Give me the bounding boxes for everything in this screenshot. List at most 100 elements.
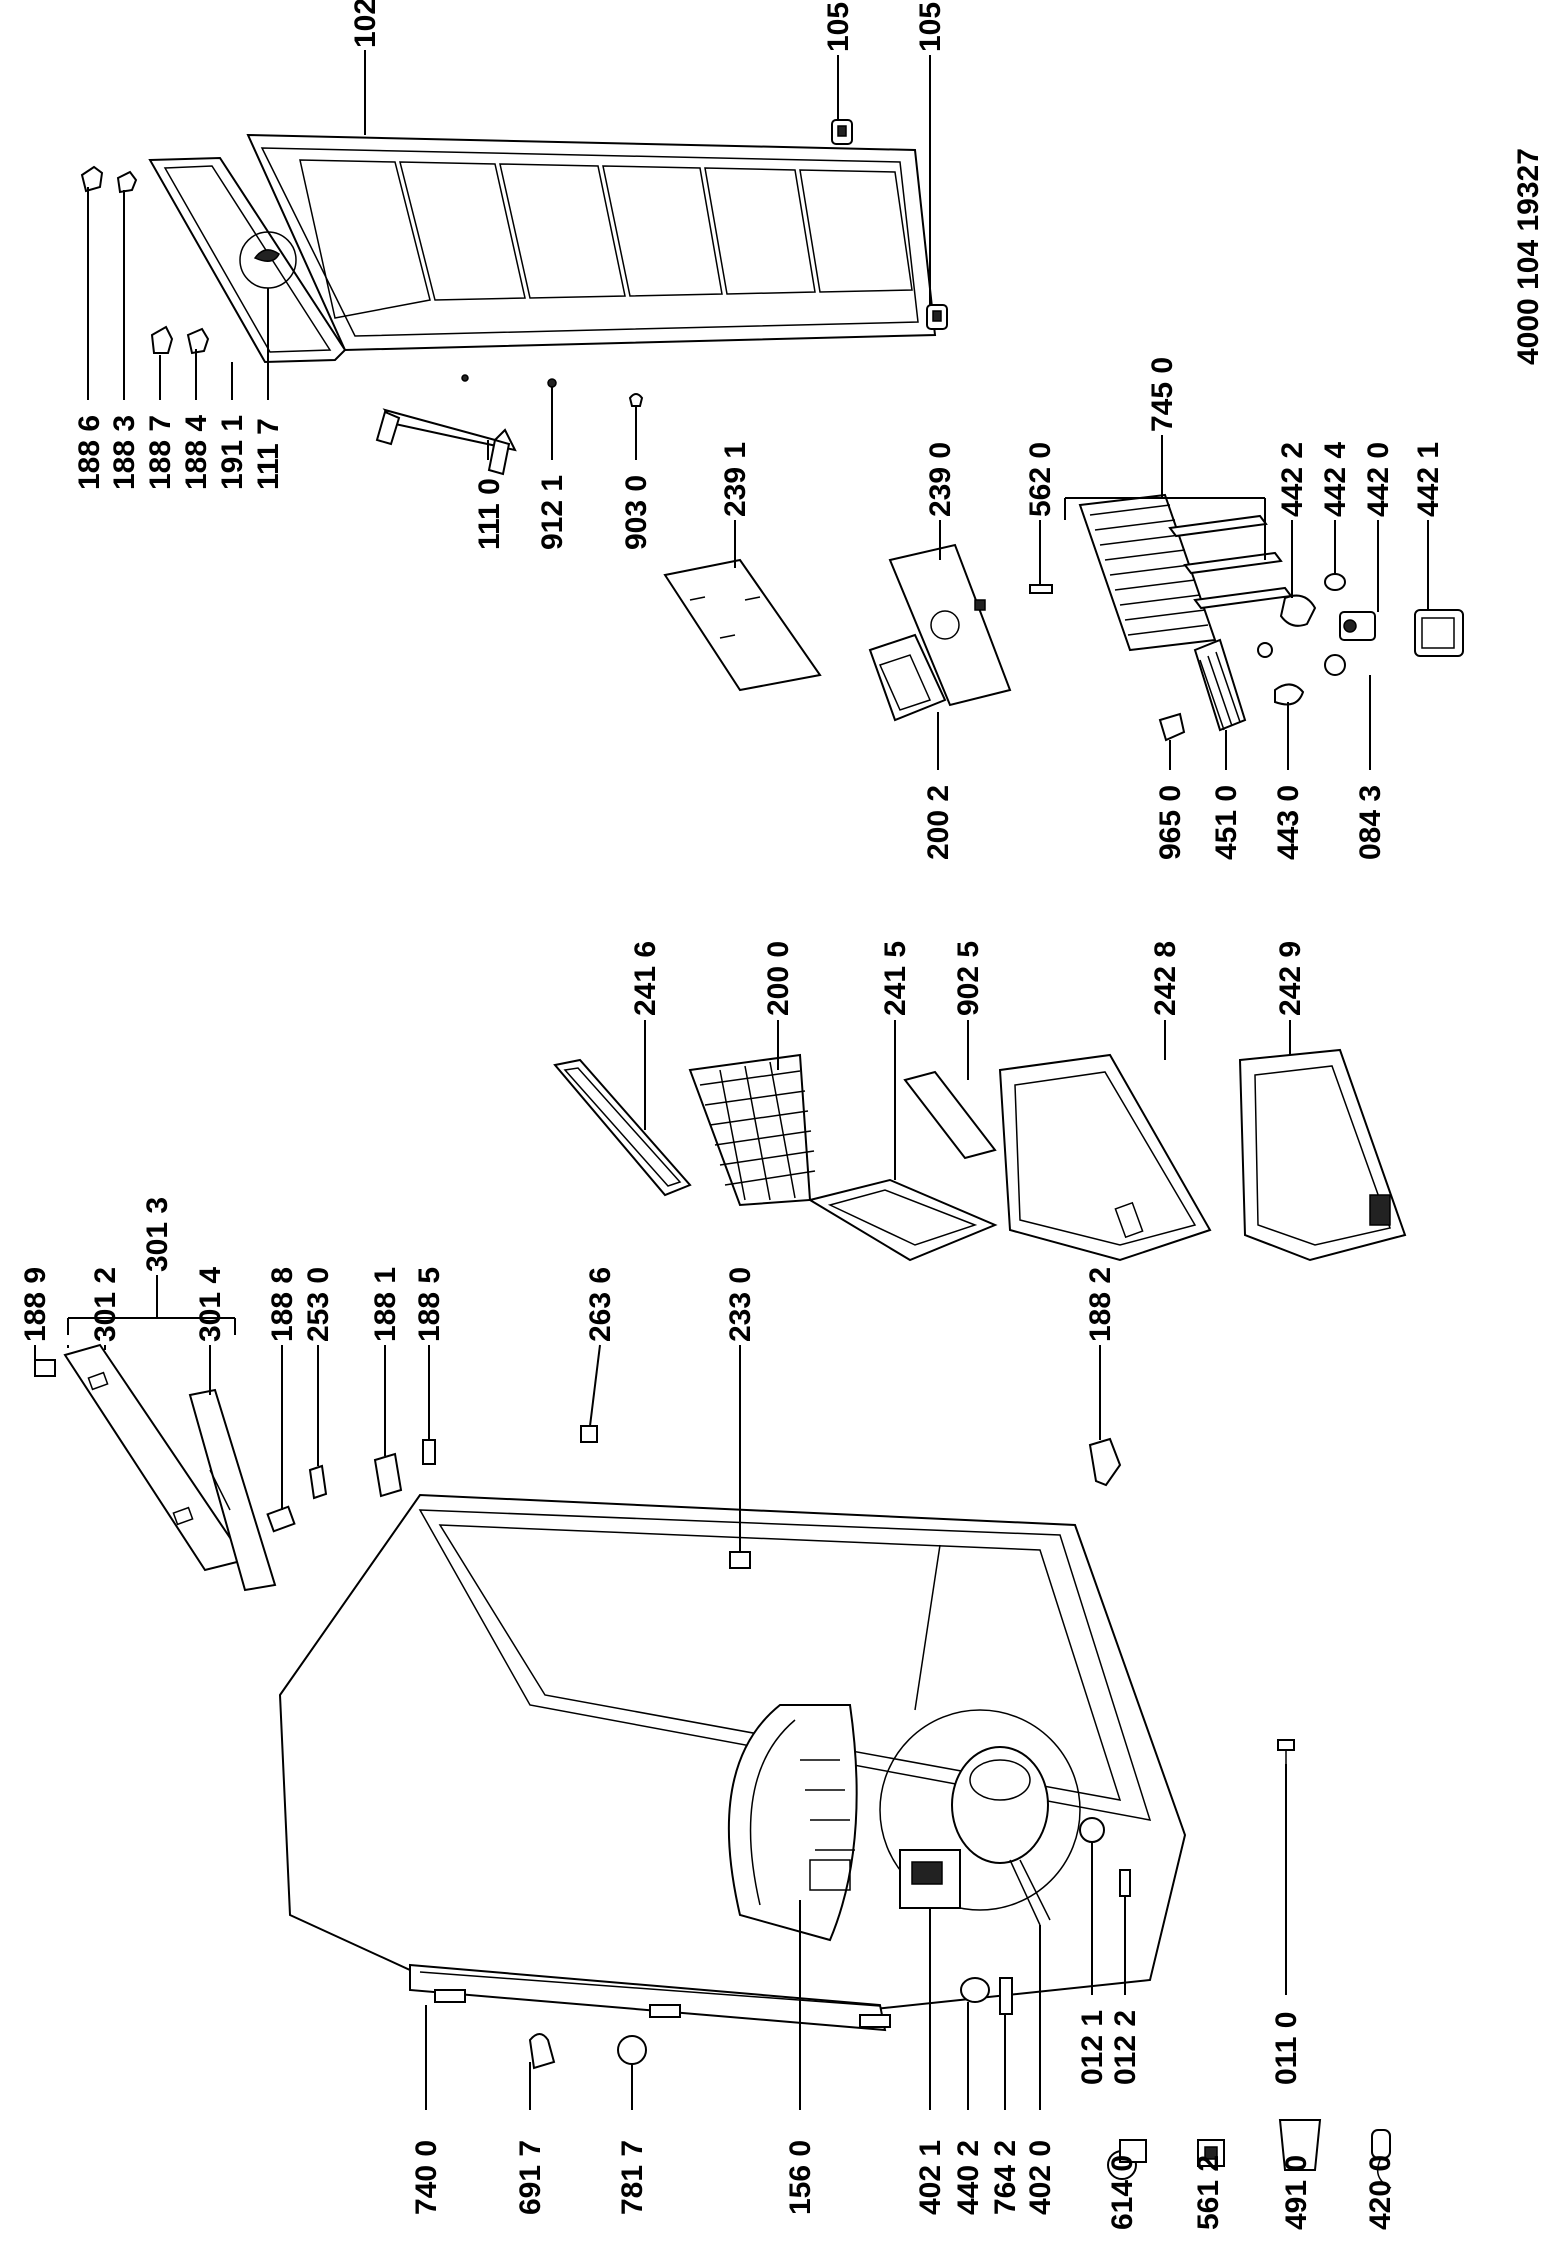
callout-1881: 188 1 <box>369 1267 402 1342</box>
door-assembly <box>80 119 948 476</box>
door-panel <box>246 133 937 352</box>
callout-2000: 200 0 <box>762 941 795 1016</box>
callout-4421: 442 1 <box>1412 442 1445 517</box>
callout-2330: 233 0 <box>724 1267 757 1342</box>
callout-6917: 691 7 <box>514 2140 547 2215</box>
part-0843 <box>1324 654 1346 676</box>
callout-2428: 242 8 <box>1149 941 1182 1016</box>
callout-1117: 111 7 <box>252 418 285 490</box>
label-1888 <box>266 1505 296 1533</box>
callout-3013: 301 3 <box>141 1197 174 1272</box>
callout-9030: 903 0 <box>620 475 653 550</box>
foot-mid <box>649 2004 681 2018</box>
callout-4021: 402 1 <box>914 2140 947 2215</box>
callout-2002: 200 2 <box>922 785 955 860</box>
part-2330 <box>729 1551 751 1569</box>
cover-2002 <box>868 633 947 722</box>
callout-labels: 102 0 105 5 105 4 188 6 188 3 188 7 188 … <box>19 0 1445 2230</box>
part-9650 <box>1158 712 1186 742</box>
drawer-2428 <box>998 1053 1212 1262</box>
callout-4910: 491 0 <box>1280 2155 1313 2230</box>
relay-6140 <box>1107 2139 1147 2180</box>
callout-4430: 443 0 <box>1272 785 1305 860</box>
callout-1887: 188 7 <box>144 415 177 490</box>
lower-drawer-1560 <box>727 1704 858 1942</box>
callout-2415: 241 5 <box>879 941 912 1016</box>
callout-2391: 239 1 <box>719 442 752 517</box>
callout-7642: 764 2 <box>989 2140 1022 2215</box>
callout-1884: 188 4 <box>180 415 213 490</box>
callout-1889: 188 9 <box>19 1267 52 1342</box>
callout-0110: 011 0 <box>1270 2012 1303 2085</box>
callout-5612: 561 2 <box>1192 2155 1225 2230</box>
compressor <box>951 1746 1049 1864</box>
callout-1885: 188 5 <box>413 1267 446 1342</box>
grille-4510 <box>1193 638 1247 732</box>
callout-5620: 562 0 <box>1024 442 1057 517</box>
part-2636 <box>580 1425 598 1443</box>
pin-1885 <box>422 1439 436 1465</box>
capacitor-4200 <box>1371 2129 1392 2189</box>
control-panel <box>34 1343 436 1592</box>
document-number: 4000 104 19327 <box>1512 148 1545 365</box>
callout-4420: 442 0 <box>1362 442 1395 517</box>
grommet-0121 <box>1079 1817 1105 1843</box>
callout-0122: 012 2 <box>1109 2010 1142 2085</box>
bushing-7817 <box>617 2035 647 2065</box>
electrical-parts <box>1107 2119 1392 2189</box>
callout-1882: 188 2 <box>1084 1267 1117 1342</box>
fan-motor-4420 <box>1339 611 1376 641</box>
plug-9030 <box>628 393 644 407</box>
clip-1884 <box>186 327 210 355</box>
callout-2416: 241 6 <box>629 941 662 1016</box>
klixon-5612 <box>1197 2139 1225 2167</box>
evaporator-coil <box>1078 493 1293 652</box>
knob-1889 <box>34 1359 56 1377</box>
callout-1560: 156 0 <box>784 2140 817 2215</box>
callout-1020: 102 0 <box>349 0 382 48</box>
bracket-1881 <box>373 1452 403 1498</box>
callout-0121: 012 1 <box>1076 2010 1109 2085</box>
callout-1054: 105 4 <box>914 0 947 52</box>
callout-4422: 442 2 <box>1276 442 1309 517</box>
callout-3014: 301 4 <box>194 1267 227 1342</box>
part-spacer <box>1257 642 1273 658</box>
hinge-bottom <box>926 304 948 330</box>
callout-1883: 188 3 <box>108 415 141 490</box>
drawer-2429 <box>1238 1048 1407 1262</box>
shelves-and-drawers <box>553 1048 1407 1262</box>
callout-2390: 239 0 <box>924 442 957 517</box>
clip-1887 <box>150 325 174 354</box>
base-grille-7400 <box>409 1963 887 2032</box>
tube-7642 <box>999 1977 1013 2015</box>
callout-0843: 084 3 <box>1354 785 1387 860</box>
clip-1883 <box>116 170 138 194</box>
screw-0110 <box>1277 1739 1295 1764</box>
clip-1886 <box>80 165 104 193</box>
callout-4200: 420 0 <box>1364 2155 1397 2230</box>
callout-2530: 253 0 <box>302 1267 335 1342</box>
callout-7450: 745 0 <box>1146 357 1179 432</box>
callout-6140: 614 0 <box>1106 2155 1139 2230</box>
callout-7817: 781 7 <box>616 2140 649 2215</box>
part-4402 <box>960 1977 990 2003</box>
rod-5620 <box>1029 584 1053 594</box>
fan-blade-4430 <box>1274 683 1305 706</box>
callout-7400: 740 0 <box>410 2140 443 2215</box>
fan-bracket-4422 <box>1279 594 1317 627</box>
leader-lines <box>34 50 1429 2110</box>
callout-1110: 111 0 <box>473 478 506 550</box>
foot-left <box>434 1989 466 2003</box>
callout-1888: 188 8 <box>266 1267 299 1342</box>
callout-3012: 301 2 <box>89 1267 122 1342</box>
clip-6917 <box>528 2033 556 2070</box>
label-strip-3014 <box>188 1388 277 1592</box>
evaporator-group <box>663 493 1464 742</box>
hinge-1882 <box>1088 1437 1122 1487</box>
rail-9025 <box>903 1070 997 1160</box>
screw-9121-b <box>547 378 557 388</box>
callout-9121: 912 1 <box>536 475 569 550</box>
callout-1911: 191 1 <box>216 415 249 490</box>
frame-2390 <box>888 543 1012 707</box>
